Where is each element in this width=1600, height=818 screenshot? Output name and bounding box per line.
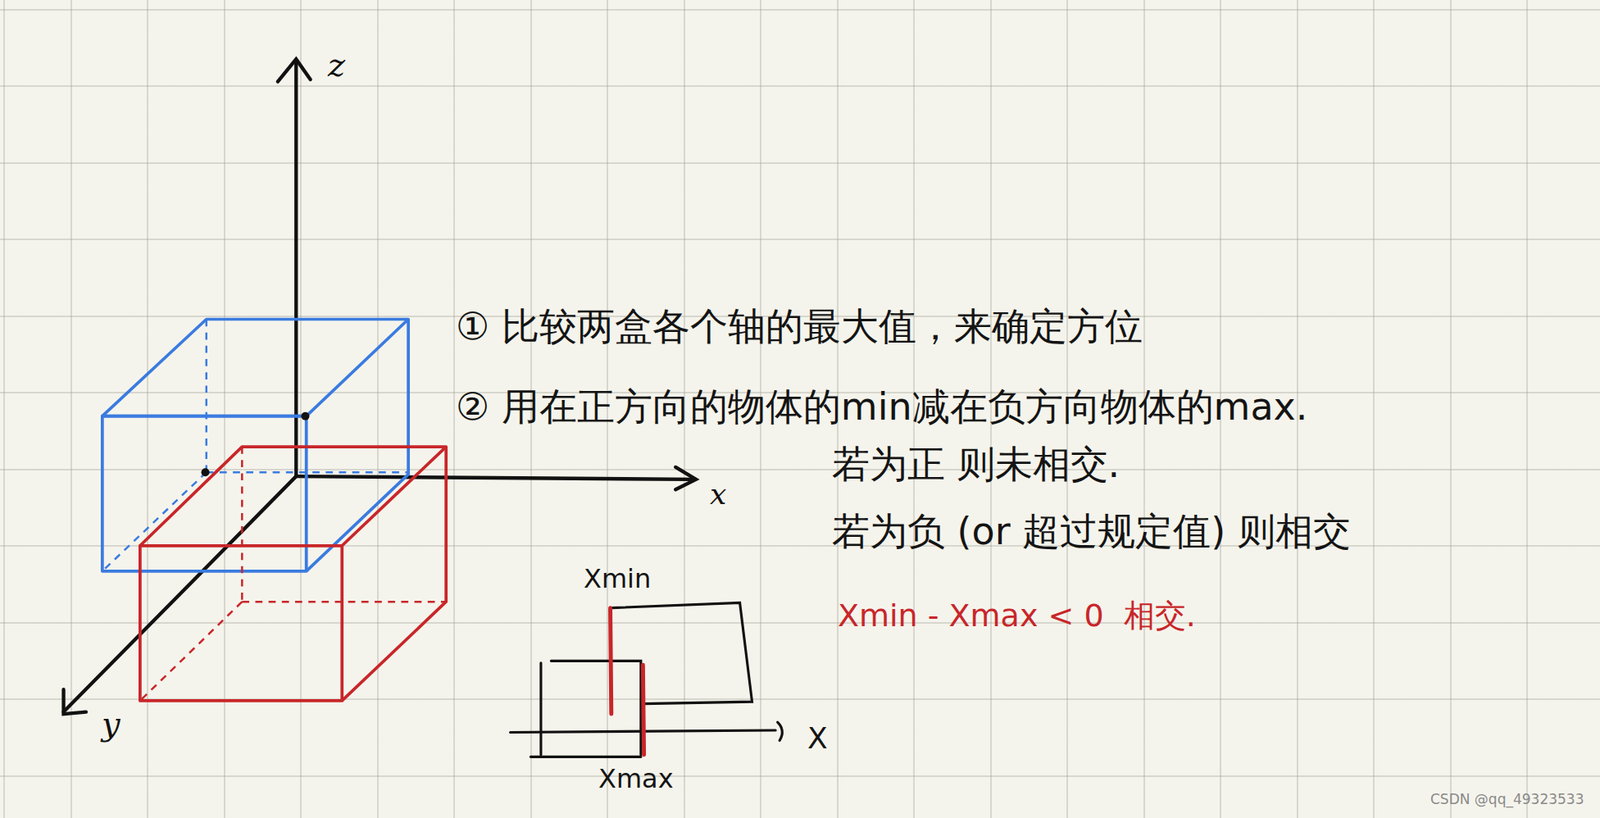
note-line: ① 比较两盒各个轴的最大值，来确定方位: [455, 304, 1143, 349]
overlap-marks: [610, 608, 645, 755]
sketch-label: Xmin: [583, 563, 651, 595]
red-note: Xmin - Xmax < 0 相交.: [837, 598, 1196, 635]
note-line: 若为正 则未相交.: [831, 442, 1120, 487]
axis-label: z: [327, 45, 346, 84]
red-box: [140, 446, 446, 701]
sketch-label: Xmax: [598, 763, 674, 795]
blue-box: [102, 318, 409, 571]
axis-label: y: [101, 704, 121, 743]
corner-dots: [201, 412, 310, 477]
note-line: ② 用在正方向的物体的min减在负方向物体的max.: [455, 385, 1308, 429]
overlap-sketch: [510, 602, 783, 757]
axis-label: x: [709, 477, 727, 511]
watermark: CSDN @qq_49323533: [1430, 791, 1584, 809]
sketch-label: X: [807, 721, 828, 755]
note-line: 若为负 (or 超过规定值) 则相交: [831, 509, 1351, 554]
